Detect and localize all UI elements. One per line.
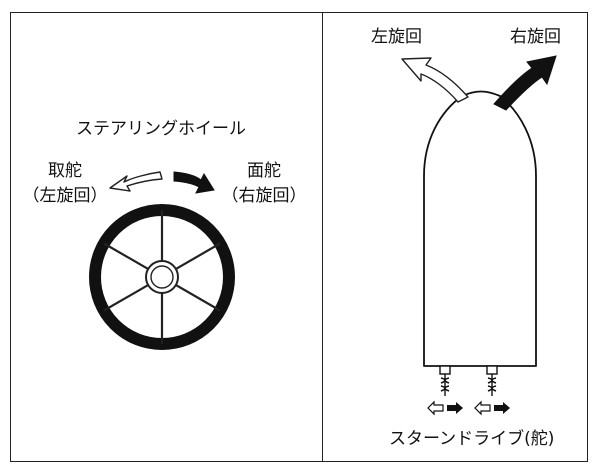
right-turn-action-label: 面舵 <box>247 161 281 181</box>
boat-right-turn-arrow-icon <box>493 55 557 111</box>
right-turn-arrow-icon <box>173 171 215 194</box>
figure-frame <box>10 12 588 462</box>
stern-drive-right-icon <box>486 365 498 396</box>
left-turn-arrow-icon <box>109 171 163 192</box>
drive-right-arrows-icon <box>474 400 510 416</box>
left-turn-action-label: 取舵 <box>48 161 82 181</box>
panel-divider <box>322 12 324 462</box>
boat-left-turn-label: 左旋回 <box>371 27 422 47</box>
steering-wheel-label: ステアリングホイール <box>76 119 246 139</box>
boat-left-turn-arrow-icon <box>401 57 469 103</box>
steering-wheel-icon <box>89 204 235 350</box>
stern-drive-label: スターンドライブ(舵) <box>389 429 555 449</box>
right-turn-meaning-label: （右旋回） <box>221 186 307 206</box>
boat-right-turn-label: 右旋回 <box>510 27 561 47</box>
left-turn-meaning-label: （左旋回） <box>22 186 108 206</box>
stern-drive-left-icon <box>439 365 451 396</box>
drive-left-arrows-icon <box>427 400 463 416</box>
boat-hull-icon <box>423 90 537 367</box>
